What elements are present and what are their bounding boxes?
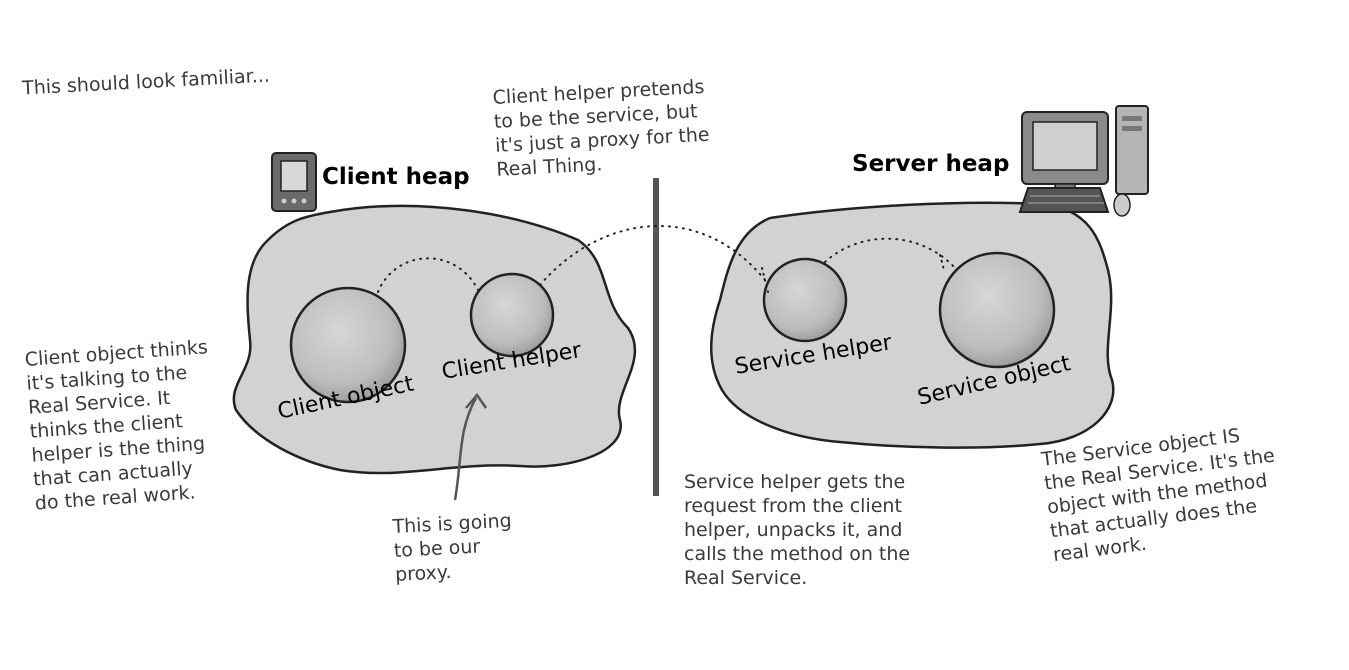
service-object-ball — [938, 251, 1056, 369]
pda-icon — [271, 152, 317, 212]
client-object-ball — [289, 286, 407, 404]
client-object-thinks-note: Client object thinks it's talking to the… — [24, 336, 209, 515]
service-helper-ball — [762, 257, 848, 343]
client-connection-dots — [377, 257, 479, 293]
server-connection-dots — [824, 237, 956, 269]
proxy-arrow-head — [465, 392, 488, 409]
client-heap-blob — [232, 204, 637, 475]
client-heap-title: Client heap — [322, 164, 470, 190]
service-helper-gets-note: Service helper gets the request from the… — [684, 471, 911, 589]
client-helper-pretends-note: Client helper pretends to be the service… — [492, 75, 711, 181]
client-helper-ball — [469, 272, 555, 358]
desktop-computer-icon — [1018, 105, 1149, 217]
network-connection-dots — [539, 225, 766, 286]
proxy-arrow — [453, 397, 478, 501]
server-heap-title: Server heap — [852, 151, 1010, 177]
proxy-note: This is going to be our proxy. — [392, 509, 513, 586]
server-plug-dots — [761, 254, 945, 293]
